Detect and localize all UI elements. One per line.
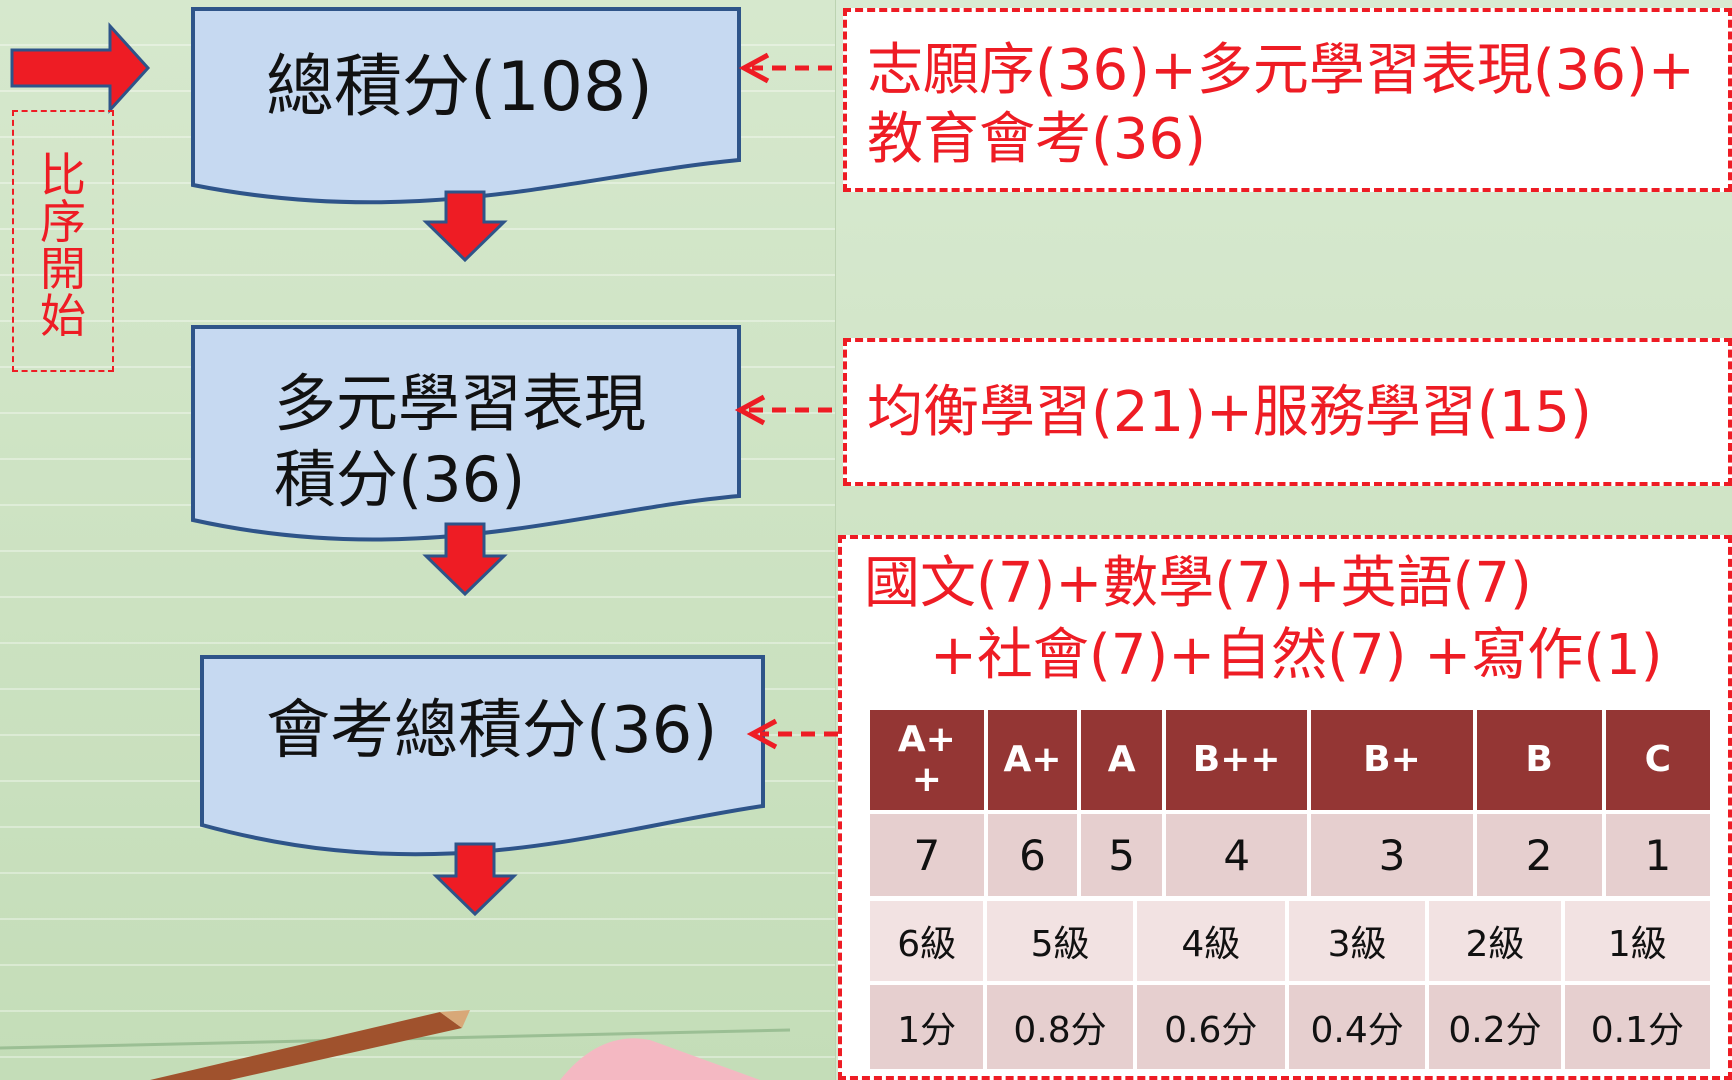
pencil-icon	[150, 1012, 462, 1080]
exam-score-box	[200, 655, 765, 857]
start-arrow-icon	[10, 22, 151, 114]
multi-score-note: 均衡學習(21)+服務學習(15)	[867, 380, 1592, 445]
writing-score-cell: 0.1分	[1560, 981, 1715, 1073]
total-score-note-line2: 教育會考(36)	[867, 107, 1206, 172]
grade-points-table: A++ A+ A B++ B+ B C 7 6 5 4 3 2 1	[866, 706, 1715, 900]
grade-cell: C	[1601, 706, 1715, 814]
total-score-note-box: 志願序(36)+多元學習表現(36)+ 教育會考(36)	[843, 8, 1732, 192]
writing-level-cell: 2級	[1425, 897, 1565, 985]
points-cell: 3	[1307, 810, 1477, 900]
writing-score-cell: 0.2分	[1425, 981, 1565, 1073]
grade-cell: B	[1472, 706, 1606, 814]
writing-level-cell: 5級	[983, 897, 1137, 985]
writing-score-table: 6級 5級 4級 3級 2級 1級 1分 0.8分 0.6分 0.4分 0.2分…	[865, 897, 1715, 1073]
sort-start-label: 比序開始	[40, 148, 86, 343]
multi-score-label-line1: 多元學習表現	[274, 367, 647, 440]
grade-cell: A+	[983, 706, 1082, 814]
arrowhead-icon	[746, 718, 778, 750]
exam-score-note-line2: +社會(7)+自然(7) +寫作(1)	[930, 623, 1663, 688]
eraser-icon	[560, 1038, 760, 1080]
points-cell: 7	[866, 810, 988, 900]
writing-score-cell: 0.8分	[983, 981, 1137, 1073]
grade-cell: A++	[866, 706, 988, 814]
writing-score-cell: 0.4分	[1284, 981, 1430, 1073]
down-arrow-icon	[432, 842, 518, 917]
total-score-label: 總積分(108)	[266, 48, 653, 127]
writing-level-row: 6級 5級 4級 3級 2級 1級	[865, 897, 1715, 985]
grade-row: A++ A+ A B++ B+ B C	[866, 706, 1715, 814]
multi-score-note-box: 均衡學習(21)+服務學習(15)	[843, 338, 1732, 486]
exam-score-label: 會考總積分(36)	[266, 694, 718, 768]
arrowhead-icon	[734, 394, 766, 426]
total-score-box	[191, 7, 741, 205]
grade-cell: A	[1077, 706, 1166, 814]
down-arrow-icon	[422, 190, 508, 263]
writing-level-cell: 4級	[1132, 897, 1289, 985]
multi-score-box	[191, 325, 741, 542]
writing-level-cell: 3級	[1284, 897, 1430, 985]
points-cell: 6	[983, 810, 1082, 900]
writing-score-row: 1分 0.8分 0.6分 0.4分 0.2分 0.1分	[865, 981, 1715, 1073]
points-cell: 4	[1161, 810, 1312, 900]
exam-score-note-line1: 國文(7)+數學(7)+英語(7)	[864, 551, 1532, 616]
points-cell: 2	[1472, 810, 1606, 900]
total-score-note-line1: 志願序(36)+多元學習表現(36)+	[867, 38, 1695, 103]
writing-score-cell: 0.6分	[1132, 981, 1289, 1073]
points-cell: 1	[1601, 810, 1715, 900]
writing-score-cell: 1分	[865, 981, 988, 1073]
multi-score-label-line2: 積分(36)	[274, 443, 526, 516]
arrowhead-icon	[738, 52, 770, 84]
writing-level-cell: 6級	[865, 897, 988, 985]
down-arrow-icon	[422, 522, 508, 597]
grade-cell: B++	[1161, 706, 1312, 814]
pencil-tip	[440, 1010, 470, 1028]
points-row: 7 6 5 4 3 2 1	[866, 810, 1715, 900]
sort-start-label-box: 比序開始	[12, 110, 114, 372]
points-cell: 5	[1077, 810, 1166, 900]
writing-level-cell: 1級	[1560, 897, 1715, 985]
grade-cell: B+	[1307, 706, 1477, 814]
